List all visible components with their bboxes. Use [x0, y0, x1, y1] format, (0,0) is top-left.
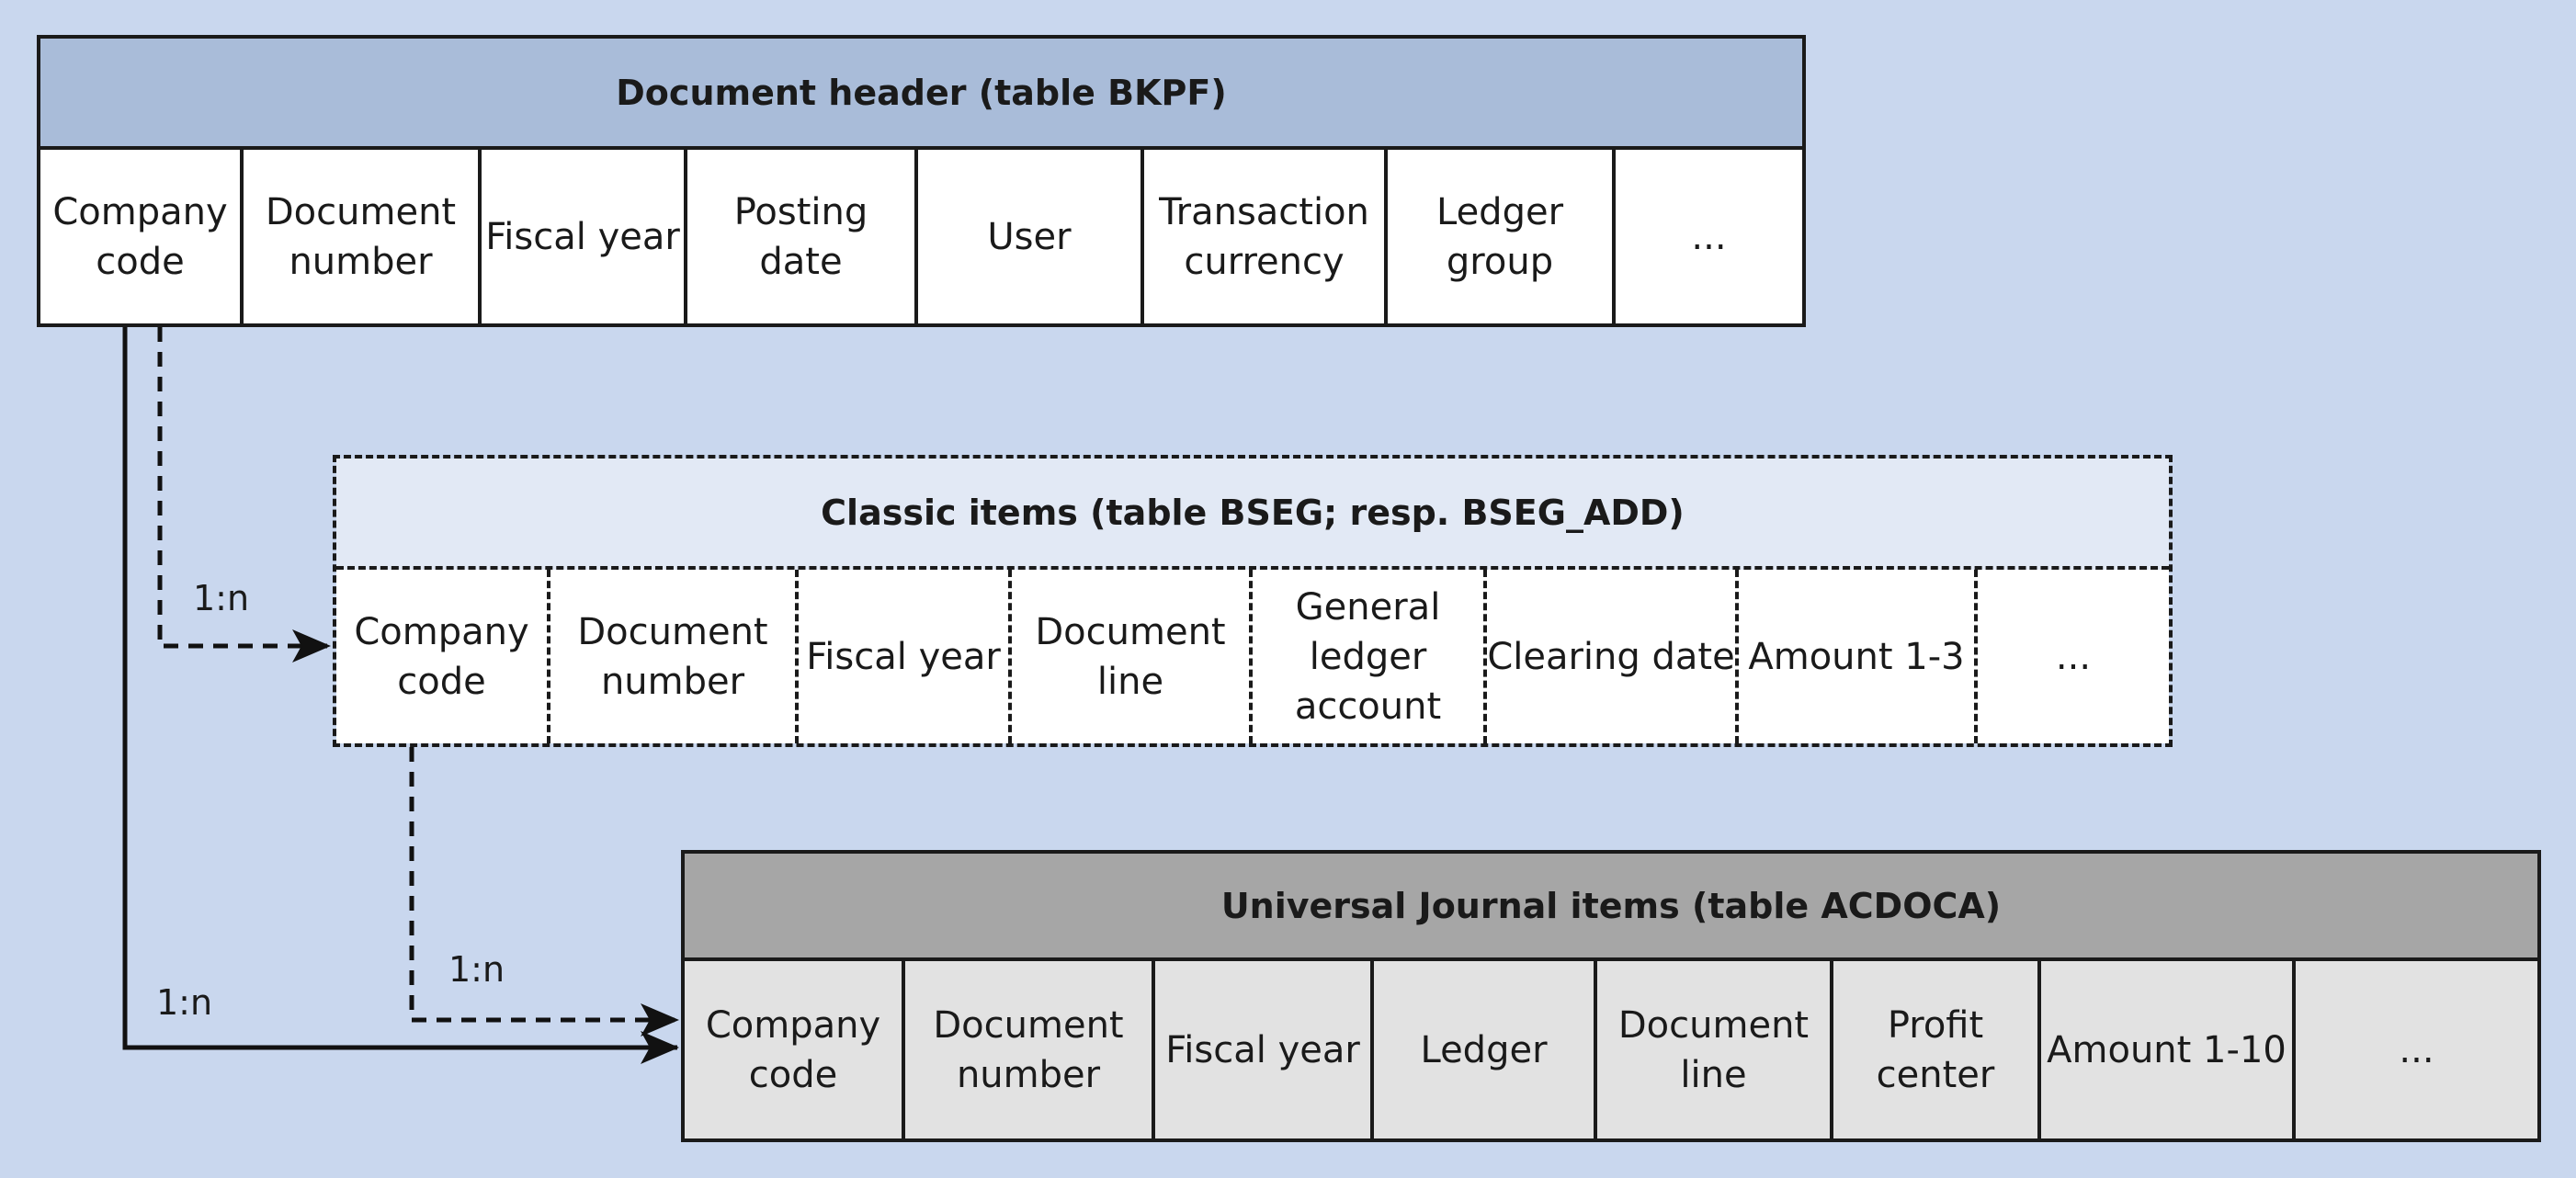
- connector-bkpf-bseg: [157, 327, 331, 663]
- table-bseg-title: Classic items (table BSEG; resp. BSEG_AD…: [336, 459, 2169, 570]
- field-company-code: Company code: [685, 961, 905, 1138]
- field-fiscal-year: Fiscal year: [482, 150, 687, 323]
- field-fiscal-year: Fiscal year: [799, 570, 1012, 743]
- field-document-number: Document number: [905, 961, 1155, 1138]
- field-document-line: Document line: [1597, 961, 1833, 1138]
- connector-bkpf-acdoca: [122, 327, 679, 1064]
- field-document-number: Document number: [550, 570, 799, 743]
- connector-bseg-acdoca: [409, 747, 679, 1036]
- table-bkpf-title: Document header (table BKPF): [40, 39, 1802, 150]
- table-bseg: Classic items (table BSEG; resp. BSEG_AD…: [333, 455, 2173, 747]
- table-acdoca-fields: Company code Document number Fiscal year…: [685, 961, 2537, 1138]
- field-document-number: Document number: [244, 150, 482, 323]
- cardinality-label-bkpf-acdoca: 1:n: [156, 982, 212, 1023]
- table-bseg-fields: Company code Document number Fiscal year…: [336, 570, 2169, 743]
- cardinality-label-bkpf-bseg: 1:n: [193, 578, 249, 618]
- field-fiscal-year: Fiscal year: [1155, 961, 1374, 1138]
- field-profit-center: Profit center: [1833, 961, 2041, 1138]
- field-user: User: [918, 150, 1144, 323]
- field-company-code: Company code: [40, 150, 244, 323]
- table-bkpf-fields: Company code Document number Fiscal year…: [40, 150, 1802, 323]
- field-ledger: Ledger: [1374, 961, 1597, 1138]
- field-general-ledger-account: General ledger account: [1253, 570, 1487, 743]
- cardinality-label-bseg-acdoca: 1:n: [448, 949, 505, 990]
- field-transaction-currency: Transaction currency: [1144, 150, 1388, 323]
- field-amount: Amount 1-3: [1739, 570, 1978, 743]
- field-clearing-date: Clearing date: [1487, 570, 1739, 743]
- field-ledger-group: Ledger group: [1388, 150, 1616, 323]
- field-more: ...: [2055, 635, 2092, 678]
- field-more: ...: [1691, 215, 1727, 258]
- table-acdoca: Universal Journal items (table ACDOCA) C…: [681, 850, 2541, 1142]
- table-acdoca-title: Universal Journal items (table ACDOCA): [685, 854, 2537, 961]
- table-bkpf: Document header (table BKPF) Company cod…: [37, 35, 1806, 327]
- field-posting-date: Posting date: [687, 150, 918, 323]
- field-more: ...: [2399, 1028, 2434, 1071]
- field-amount: Amount 1-10: [2041, 961, 2296, 1138]
- field-company-code: Company code: [336, 570, 550, 743]
- field-document-line: Document line: [1012, 570, 1253, 743]
